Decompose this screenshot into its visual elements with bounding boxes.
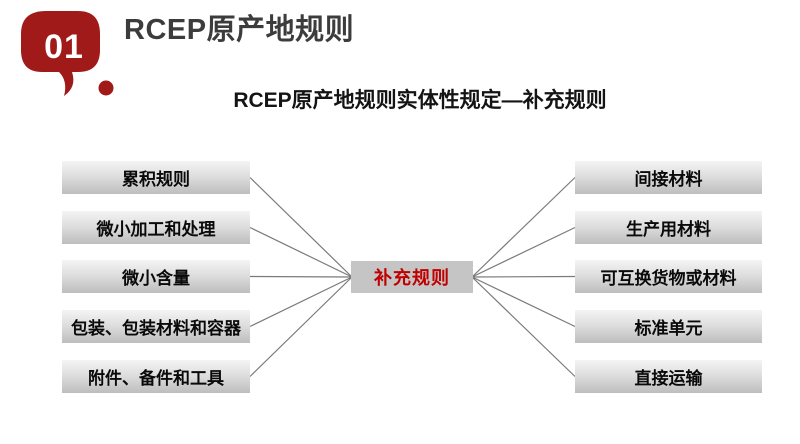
node-indirect-materials: 间接材料 (575, 161, 762, 194)
node-standard-unit: 标准单元 (575, 310, 762, 343)
connector-line (249, 177, 353, 278)
node-packing-materials: 包装、包装材料和容器 (62, 310, 250, 343)
speech-bubble-icon (21, 11, 114, 96)
connector-line (471, 226, 576, 278)
node-direct-transport: 直接运输 (575, 360, 762, 393)
connector-line (471, 276, 576, 328)
connector-line (471, 276, 576, 377)
node-accessories-spare-parts: 附件、备件和工具 (62, 360, 250, 393)
node-minimal-operations: 微小加工和处理 (62, 211, 250, 244)
speech-bubble-shape (21, 11, 100, 96)
page-title: RCEP原产地规则 (124, 14, 355, 46)
slide-subtitle: RCEP原产地规则实体性规定—补充规则 (233, 89, 607, 112)
connector-line (249, 226, 353, 278)
node-label: 间接材料 (634, 170, 703, 189)
node-label: 标准单元 (634, 319, 703, 338)
connector-line (471, 177, 576, 278)
section-badge: 01 (18, 8, 118, 100)
node-label: 包装、包装材料和容器 (71, 319, 241, 338)
center-node-label: 补充规则 (374, 268, 450, 288)
node-cumulation-rules: 累积规则 (62, 161, 250, 194)
node-label: 附件、备件和工具 (88, 369, 224, 388)
node-fungible-goods: 可互换货物或材料 (575, 260, 762, 293)
badge-dot (98, 80, 114, 96)
connector-line (249, 276, 353, 377)
node-de-minimis: 微小含量 (62, 260, 250, 293)
node-label: 可互换货物或材料 (600, 269, 737, 288)
connector-line (249, 276, 353, 328)
connector-line (471, 275, 576, 278)
node-label: 累积规则 (122, 170, 190, 189)
node-label: 生产用材料 (626, 220, 711, 239)
node-label: 直接运输 (634, 369, 703, 388)
node-label: 微小含量 (122, 269, 190, 288)
node-production-materials: 生产用材料 (575, 211, 762, 244)
badge-number: 01 (44, 28, 84, 66)
node-label: 微小加工和处理 (96, 220, 216, 239)
connector-line (249, 275, 353, 278)
node-supplementary-rules: 补充规则 (351, 261, 473, 293)
